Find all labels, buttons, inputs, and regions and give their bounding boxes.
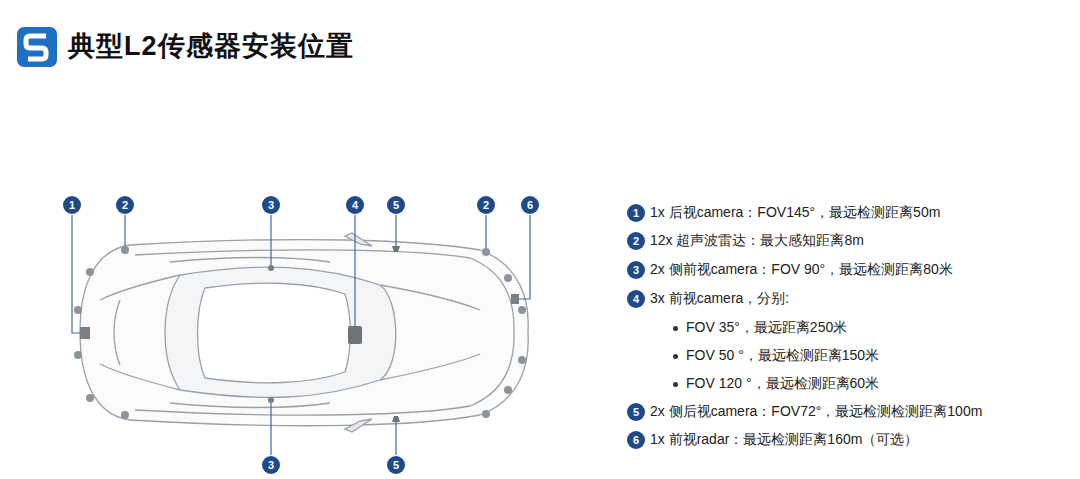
spec-item: 1x 前视radar：最远检测距离160m（可选） xyxy=(650,431,918,449)
callout-number: 5 xyxy=(387,456,405,474)
callout-number: 5 xyxy=(627,403,645,421)
spec-item: 12x 超声波雷达：最大感知距离8m xyxy=(650,232,864,250)
side-front-camera xyxy=(268,397,274,403)
callout-number: 2 xyxy=(477,196,495,214)
leader-line xyxy=(72,215,530,455)
bullet-dot xyxy=(673,354,678,359)
callout-number: 3 xyxy=(262,456,280,474)
side-rear-camera xyxy=(392,416,400,422)
side-rear-camera xyxy=(392,246,400,252)
front-camera xyxy=(348,326,362,344)
callout-number: 3 xyxy=(627,261,645,279)
spec-item: 2x 侧前视camera：FOV 90°，最远检测距离80米 xyxy=(650,261,953,279)
spec-item: 1x 后视camera：FOV145°，最远检测距离50m xyxy=(650,204,940,222)
callout-number: 2 xyxy=(627,232,645,250)
callout-number: 4 xyxy=(346,196,364,214)
spec-subitem: FOV 50 °，最远检测距离150米 xyxy=(686,347,879,365)
front-radar xyxy=(511,294,519,304)
callout-number: 1 xyxy=(627,204,645,222)
callout-number: 5 xyxy=(387,196,405,214)
logo-mark xyxy=(26,36,46,59)
callout-number: 1 xyxy=(63,196,81,214)
callout-number: 6 xyxy=(521,196,539,214)
bullet-dot xyxy=(673,382,678,387)
spec-item: 3x 前视camera，分别: xyxy=(650,290,789,308)
bullet-dot xyxy=(673,326,678,331)
ultrasonic-sensor xyxy=(74,246,526,419)
rear-camera xyxy=(80,327,90,339)
side-front-camera xyxy=(268,265,274,271)
callout-number: 4 xyxy=(627,290,645,308)
spec-subitem: FOV 120 °，最远检测距离60米 xyxy=(686,375,879,393)
page-title: 典型L2传感器安装位置 xyxy=(68,28,354,64)
spec-subitem: FOV 35°，最远距离250米 xyxy=(686,319,847,337)
car-body xyxy=(80,233,528,432)
callout-number: 6 xyxy=(627,431,645,449)
callout-number: 2 xyxy=(116,196,134,214)
callout-number: 3 xyxy=(262,196,280,214)
logo-icon xyxy=(17,27,57,67)
spec-item: 2x 侧后视camera：FOV72°，最远检测检测距离100m xyxy=(650,403,982,421)
